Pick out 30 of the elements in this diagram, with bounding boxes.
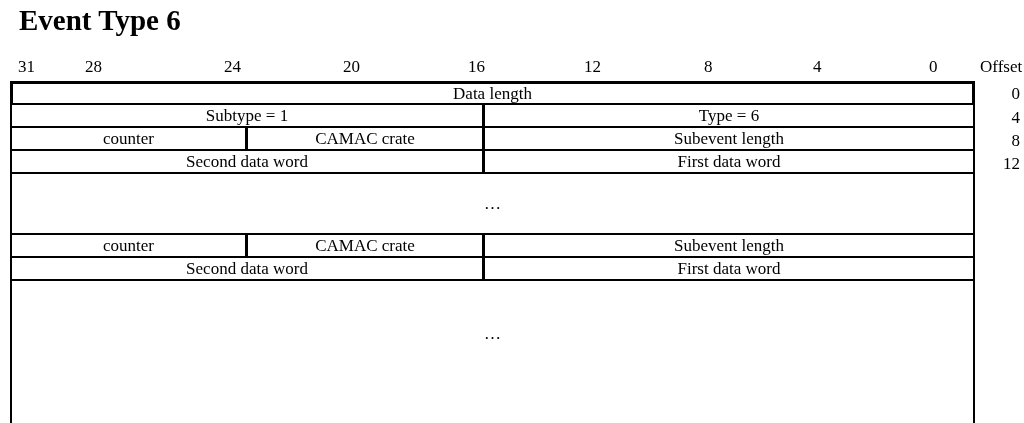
offset-value: 4 (1011, 109, 1020, 126)
bit-number: 0 (929, 58, 938, 75)
column-header: Offset (980, 58, 1023, 75)
bit-field-cell: First data word (483, 149, 975, 174)
ellipsis-cell: … (10, 172, 975, 235)
bit-field-cell: Subevent length (483, 233, 975, 258)
bit-field-cell: CAMAC crate (246, 126, 484, 151)
bit-field-cell: Data length (10, 81, 975, 105)
bit-field-cell: First data word (483, 256, 975, 281)
bit-number: 12 (584, 58, 601, 75)
bit-field-cell: Subevent length (483, 126, 975, 151)
bit-field-cell: counter (10, 126, 247, 151)
bit-number: 4 (813, 58, 822, 75)
bit-number: 16 (468, 58, 485, 75)
bit-number: 20 (343, 58, 360, 75)
bit-field-cell: counter (10, 233, 247, 258)
offset-value: 0 (1011, 85, 1020, 102)
ellipsis-cell: … (10, 279, 975, 423)
bit-field-cell: Subtype = 1 (10, 103, 484, 128)
offset-value: 8 (1011, 132, 1020, 149)
bit-number: 24 (224, 58, 241, 75)
bit-number: 31 (18, 58, 35, 75)
bit-field-cell: CAMAC crate (246, 233, 484, 258)
bit-field-cell: Type = 6 (483, 103, 975, 128)
bit-number: 8 (704, 58, 713, 75)
bit-field-cell: Second data word (10, 256, 484, 281)
offset-value: 12 (1003, 155, 1020, 172)
diagram-title: Event Type 6 (19, 6, 181, 35)
bit-field-cell: Second data word (10, 149, 484, 174)
bit-number: 28 (85, 58, 102, 75)
